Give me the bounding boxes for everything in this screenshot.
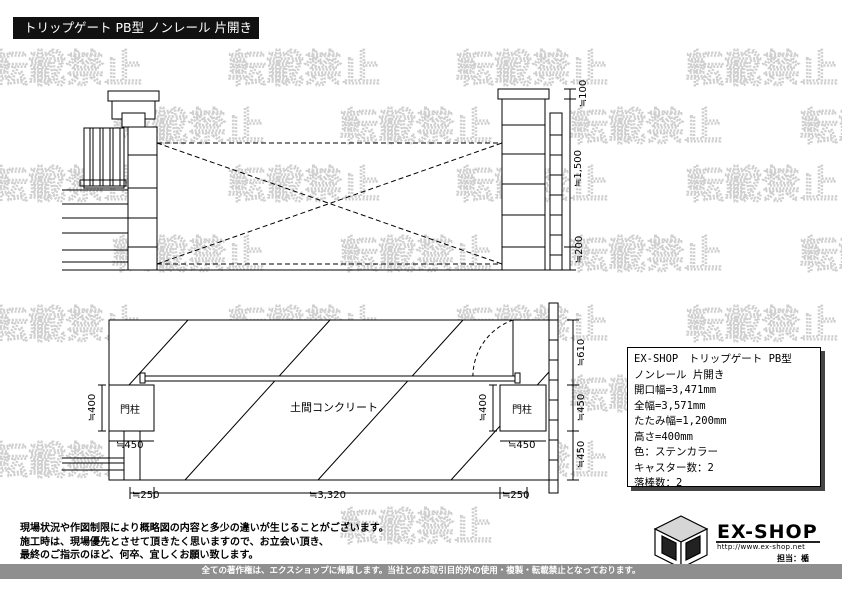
- watermark-text: 転載禁止: [570, 233, 722, 277]
- exshop-logo-cube-icon: [653, 515, 709, 569]
- gate-opening-elevation: [156, 142, 503, 265]
- elevation-height-dimension: [564, 88, 576, 271]
- elevation-dim-top-label: ≒100: [578, 79, 590, 108]
- note-line-3: 最終のご指示のほど、何卒、宜しくお願い致します。: [20, 550, 259, 561]
- right-pillar-depth-label: ≒400: [478, 393, 490, 422]
- plan-bottom-dimension: [129, 487, 528, 499]
- watermark-text: 転載禁止: [228, 47, 380, 91]
- plan-dim-mid-label: ≒450: [576, 393, 588, 422]
- elevation-dim-mid-label: ≒1,500: [573, 149, 585, 188]
- exshop-url: http://www.ex-shop.net: [717, 543, 806, 551]
- spec-line: EX-SHOP トリップゲート PB型: [634, 353, 792, 365]
- spec-line: 開口幅=3,471mm: [634, 384, 717, 396]
- elevation-view: [62, 88, 576, 271]
- gate-swing-arc: [472, 319, 514, 381]
- right-pillar-plan: [499, 384, 547, 432]
- watermark-text: 転載禁止: [800, 105, 842, 149]
- spec-line: ノンレール 片開き: [634, 368, 725, 381]
- right-pillar-width-label: ≒450: [508, 440, 536, 451]
- logo-divider: [716, 541, 820, 543]
- watermark-text: 転載禁止: [686, 303, 838, 347]
- spec-line: 全幅=3,571mm: [634, 399, 706, 412]
- floor-concrete-label: 土間コンクリート: [290, 401, 378, 414]
- note-line-1: 現場状況や作図制限により概略図の内容と多少の違いが生じることがございます。: [20, 523, 389, 534]
- spec-line: 色：ステンカラー: [634, 446, 718, 458]
- plan-view: [62, 302, 579, 499]
- exshop-logo-text: EX-SHOP: [717, 521, 818, 543]
- left-pillar-depth-dimension: [98, 384, 106, 432]
- gate-body-plan: [143, 375, 520, 382]
- spec-line: 高さ=400mm: [634, 430, 693, 443]
- watermark-text: 転載禁止: [340, 505, 492, 549]
- watermark-text: 転載禁止: [686, 47, 838, 91]
- bottom-dim-center-label: ≒3,320: [309, 490, 347, 501]
- watermark-text: 転載禁止: [340, 105, 492, 149]
- bottom-dim-right-label: ≒250: [502, 490, 530, 501]
- left-pillar-plan: [108, 384, 155, 432]
- plan-dim-top-label: ≒610: [576, 338, 588, 367]
- left-pillar-elevation: [107, 90, 160, 271]
- spec-line: キャスター数：2: [634, 461, 714, 474]
- watermark-text: 転載禁止: [0, 47, 142, 91]
- disclaimer-note: 現場状況や作図制限により概略図の内容と多少の違いが生じることがございます。 施工…: [20, 522, 389, 563]
- right-pillar-label: 門柱: [512, 405, 532, 416]
- drawing-title: トリップゲート PB型 ノンレール 片開き: [13, 17, 259, 39]
- copyright-footer: 全ての著作権は、エクスショップに帰属します。当社とのお取引目的外の使用・複製・転…: [0, 564, 842, 579]
- right-sidewall-elevation: [549, 112, 563, 271]
- watermark-text: 転載禁止: [456, 47, 608, 91]
- plan-dim-bottom-label: ≒450: [576, 440, 588, 469]
- spec-line: 落棒数：2: [634, 477, 683, 489]
- left-pillar-label: 門柱: [120, 405, 140, 416]
- left-fence: [62, 127, 128, 263]
- right-pillar-depth-dimension: [489, 384, 497, 432]
- watermark-text: 転載禁止: [570, 105, 722, 149]
- bottom-dim-left-label: ≒250: [132, 490, 160, 501]
- note-line-2: 施工時は、現場優先とさせて頂きたく思いますので、お立会い頂き、: [20, 536, 329, 548]
- watermark-text: 転載禁止: [686, 163, 838, 207]
- left-pillar-depth-label: ≒400: [87, 393, 99, 422]
- left-fence-plan: [62, 431, 141, 480]
- watermark-text: 転載禁止: [228, 163, 380, 207]
- person-in-charge: 担当：楯: [777, 554, 809, 563]
- plan-right-dimension: [567, 319, 579, 481]
- watermark-text: 転載禁止: [800, 233, 842, 277]
- elevation-dim-bottom-label: ≒200: [574, 235, 586, 264]
- spec-box: EX-SHOP トリップゲート PB型 ノンレール 片開き 開口幅=3,471m…: [627, 347, 821, 489]
- spec-line: たたみ幅=1,200mm: [634, 415, 727, 427]
- right-wall-plan: [548, 302, 559, 494]
- left-pillar-width-label: ≒450: [116, 440, 144, 451]
- right-pillar-elevation: [497, 88, 550, 271]
